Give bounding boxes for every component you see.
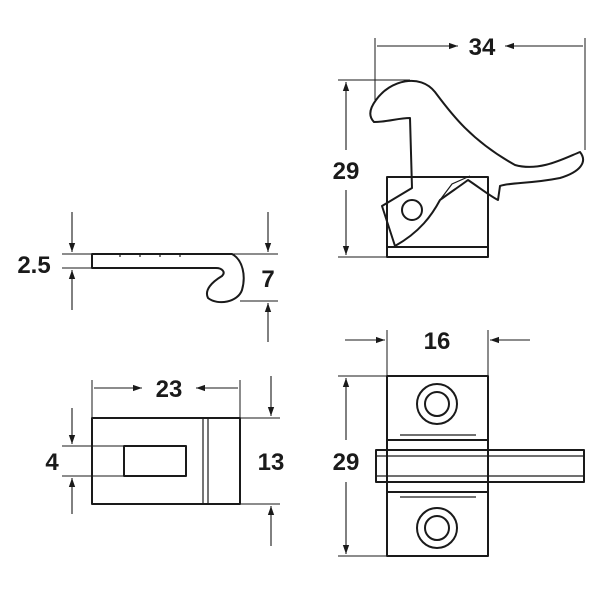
fastener-hook-arm: [369, 79, 585, 247]
keep-slot: [123, 445, 187, 477]
keep-plate: [91, 417, 241, 505]
dimension-keep-slot-label: 4: [45, 449, 59, 476]
dimension-keep-height-label: 13: [258, 449, 285, 476]
base-boss: [386, 439, 489, 493]
dimension-side-height-label: 7: [261, 266, 274, 293]
dimension-keep-width: 23: [91, 376, 241, 418]
dimension-top-width-label: 34: [469, 34, 496, 61]
dimension-base-height-label: 29: [333, 449, 360, 476]
base-arm-bar: [375, 449, 585, 483]
dimension-keep-width-label: 23: [156, 376, 183, 403]
dimension-base-width: 16: [345, 328, 530, 376]
dimension-keep-height: 13: [240, 376, 284, 546]
dimension-top-height: 29: [333, 79, 410, 258]
dimension-base-height: 29: [333, 375, 387, 557]
dimension-base-width-label: 16: [424, 328, 451, 355]
dimension-top-width: 34: [374, 34, 586, 150]
fastener-knuckle-line: [439, 175, 471, 201]
dimension-top-height-label: 29: [333, 158, 360, 185]
dimension-keep-slot: 4: [45, 408, 124, 514]
dimension-side-height: 7: [232, 212, 278, 342]
fastener-side-view: [369, 79, 585, 258]
fastener-pivot-hole: [401, 199, 423, 221]
fastener-base-plan: [375, 375, 585, 557]
dimension-side-thickness-label: 2.5: [17, 252, 50, 279]
keep-plate-outline: [91, 417, 241, 505]
screw-hole-top-inner: [424, 391, 450, 417]
keep-profile-serrations: [119, 254, 181, 257]
base-plate-outline: [386, 375, 489, 557]
screw-hole-bottom-inner: [424, 515, 450, 541]
screw-hole-top-outer: [416, 383, 458, 425]
keep-side-profile: [91, 253, 245, 304]
keep-profile-outline: [91, 253, 245, 304]
screw-hole-bottom-outer: [416, 507, 458, 549]
dimension-side-thickness: 2.5: [17, 212, 92, 310]
fastener-base-foot: [386, 246, 489, 258]
